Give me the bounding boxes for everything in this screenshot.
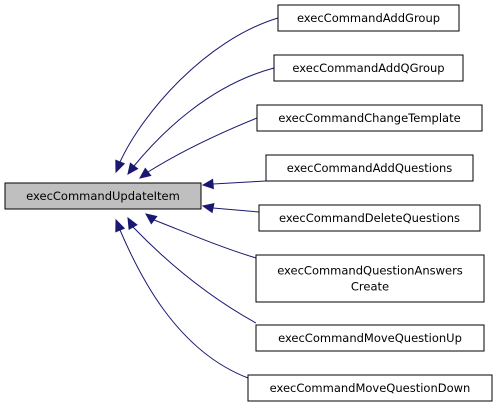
edge-arrowhead	[127, 162, 139, 175]
edge-line	[212, 207, 260, 213]
caller-node-label: execCommandAddQGroup	[292, 61, 444, 75]
edge-line	[153, 219, 257, 259]
caller-node-label: execCommandAddQuestions	[287, 161, 453, 175]
caller-node-label: Create	[351, 280, 389, 294]
edge-arrowhead	[201, 202, 215, 214]
caller-node[interactable]: execCommandChangeTemplate	[256, 104, 483, 132]
edge-arrowhead	[115, 159, 126, 174]
edge-line	[212, 180, 267, 185]
caller-node-box[interactable]	[265, 154, 474, 182]
caller-node[interactable]: execCommandMoveQuestionUp	[255, 324, 485, 352]
caller-node-label: execCommandAddGroup	[297, 11, 440, 25]
caller-node-box[interactable]	[247, 374, 493, 402]
caller-node-label: execCommandChangeTemplate	[278, 111, 460, 125]
edge-arrowhead	[127, 216, 138, 231]
caller-node[interactable]: execCommandDeleteQuestions	[258, 204, 481, 232]
edge-line	[119, 17, 279, 163]
edge-line	[119, 229, 249, 379]
center-node-box[interactable]	[4, 182, 202, 210]
caller-node-label: execCommandMoveQuestionUp	[278, 331, 462, 345]
caller-node-box[interactable]	[258, 204, 481, 232]
caller-node-label: execCommandQuestionAnswers	[277, 264, 463, 278]
edge-line	[132, 226, 257, 324]
center-node-label: execCommandUpdateItem	[26, 189, 180, 203]
nodes: execCommandUpdateItem execCommandAddGrou…	[4, 4, 493, 402]
edge-line	[147, 117, 258, 173]
edge-arrowhead	[115, 218, 126, 233]
edge-line	[133, 67, 275, 167]
edge-arrowhead	[139, 167, 152, 179]
caller-node-box[interactable]	[277, 4, 460, 32]
caller-node-label: execCommandMoveQuestionDown	[270, 381, 471, 395]
caller-node-box[interactable]	[255, 254, 485, 303]
edge-arrowhead	[145, 213, 158, 225]
caller-node[interactable]: execCommandMoveQuestionDown	[247, 374, 493, 402]
caller-node-box[interactable]	[273, 54, 464, 82]
caller-node-label: execCommandDeleteQuestions	[279, 211, 460, 225]
caller-node[interactable]: execCommandAddQGroup	[273, 54, 464, 82]
caller-node-box[interactable]	[256, 104, 483, 132]
caller-node-box[interactable]	[255, 324, 485, 352]
edges	[115, 17, 279, 379]
caller-node[interactable]: execCommandAddGroup	[277, 4, 460, 32]
caller-node[interactable]: execCommandAddQuestions	[265, 154, 474, 182]
edge-arrowhead	[201, 178, 214, 190]
